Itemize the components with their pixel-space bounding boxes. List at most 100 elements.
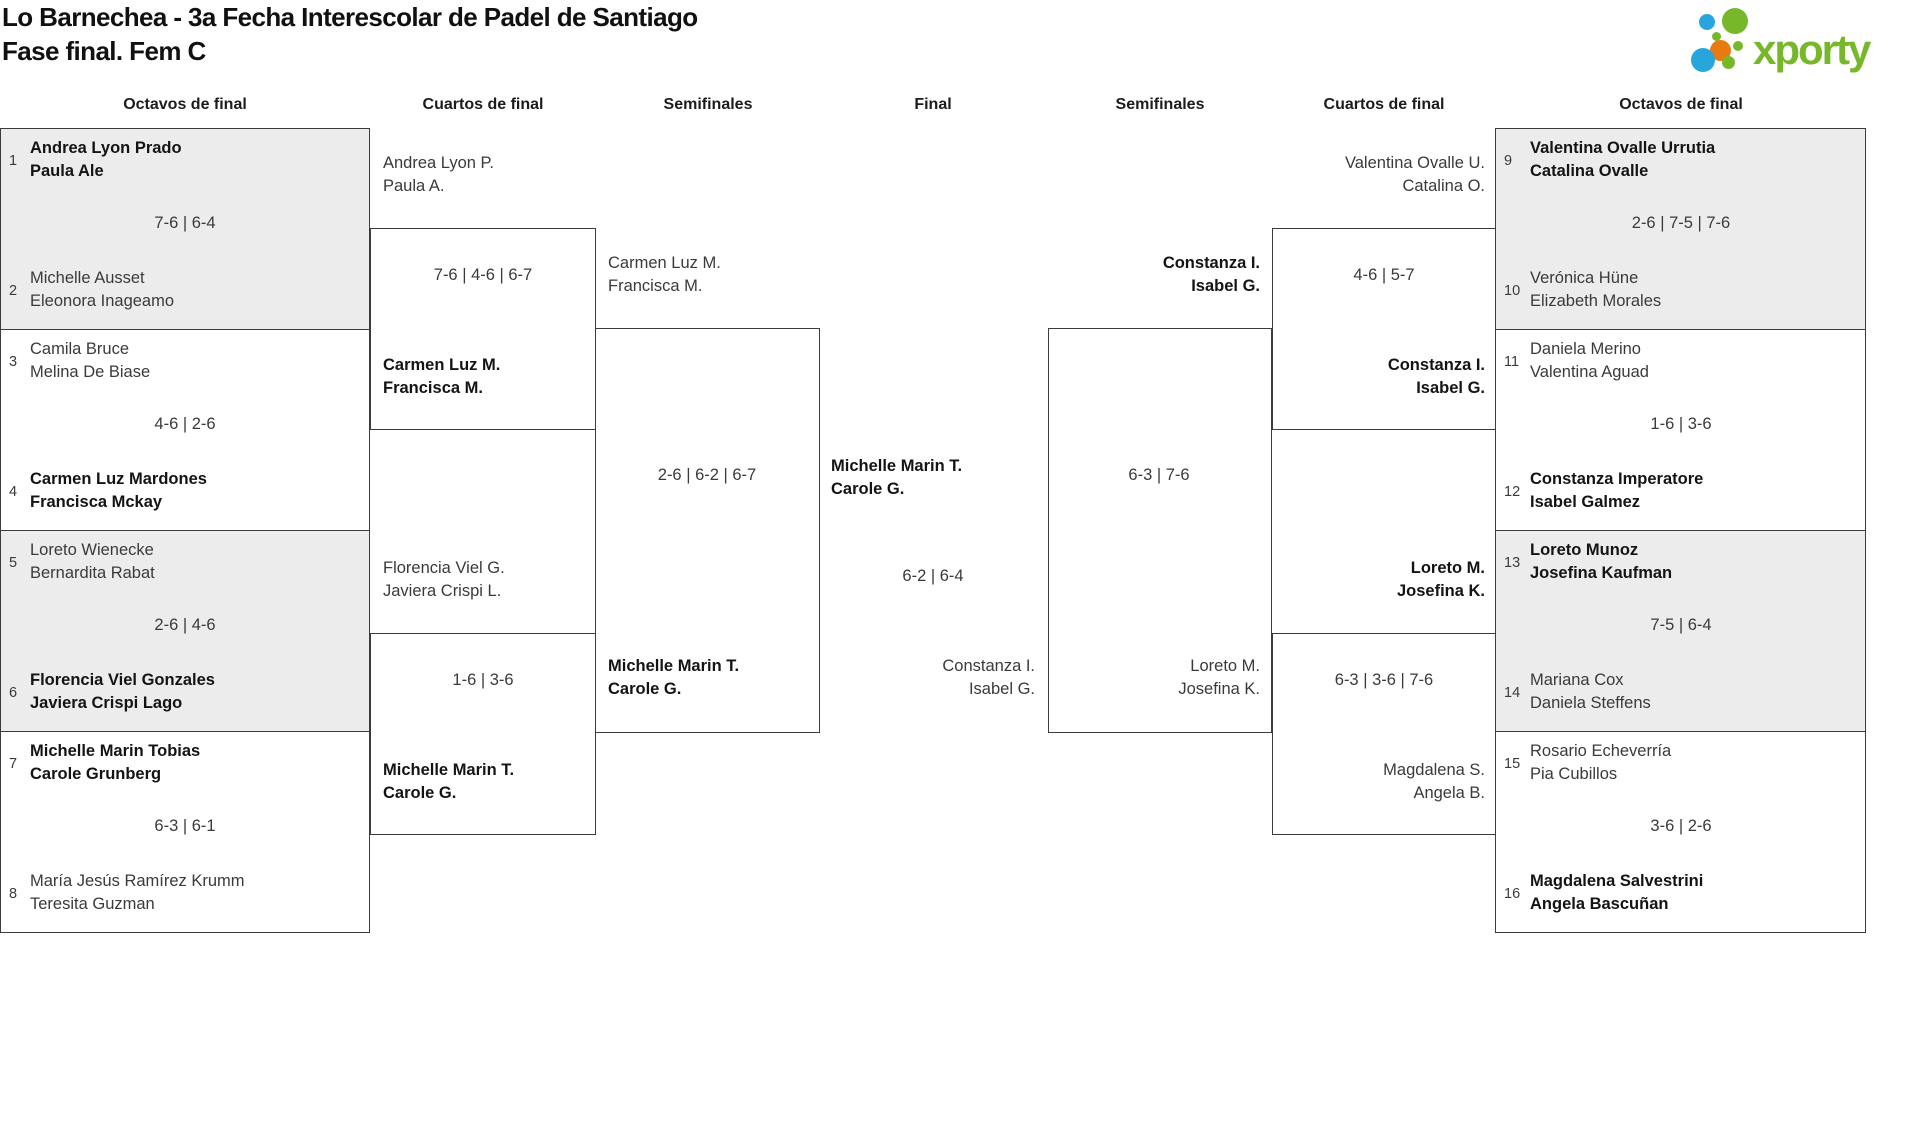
seed-number: 4 — [8, 484, 18, 500]
team-name-line: Loreto Munoz — [1530, 541, 1639, 559]
team-name-line: Francisca Mckay — [30, 493, 163, 511]
seed-number: 5 — [8, 555, 18, 571]
match-score: 7-6 | 6-4 — [154, 214, 216, 232]
team-name-line: Elizabeth Morales — [1530, 292, 1662, 310]
match-box-qf-left-2 — [370, 633, 596, 835]
match-score: 1-6 | 3-6 — [1650, 415, 1712, 433]
team-name-line: Michelle Marin T. — [383, 761, 515, 779]
match-score: 7-6 | 4-6 | 6-7 — [433, 266, 533, 284]
team-name-line: Teresita Guzman — [30, 895, 155, 913]
seed-number: 6 — [8, 685, 18, 701]
page-title-line1: Lo Barnechea - 3a Fecha Interescolar de … — [2, 2, 698, 32]
team-label: Constanza Imperatore Isabel Galmez — [1530, 468, 1703, 514]
seed-number: 12 — [1504, 484, 1521, 500]
xporty-logo[interactable]: xporty — [1688, 4, 1910, 84]
seed-number: 3 — [8, 354, 18, 370]
match-box-sf-right — [1048, 328, 1272, 733]
team-label: Constanza I. Isabel G. — [1388, 354, 1485, 400]
match-box-r16-8 — [1495, 731, 1866, 933]
team-name-line: Pia Cubillos — [1530, 765, 1618, 783]
team-label: Michelle Marin T. Carole G. — [608, 655, 739, 701]
seed-number: 8 — [8, 886, 18, 902]
team-name-line: Constanza I. — [1387, 356, 1485, 374]
seed-number: 16 — [1504, 886, 1521, 902]
seed-number: 1 — [8, 153, 18, 169]
team-label: Daniela Merino Valentina Aguad — [1530, 338, 1649, 384]
match-box-qf-right-2 — [1272, 633, 1496, 835]
team-label: Loreto M. Josefina K. — [1397, 557, 1485, 603]
team-name-line: Isabel G. — [1191, 277, 1260, 295]
match-score: 2-6 | 7-5 | 7-6 — [1631, 214, 1731, 232]
team-name-line: Josefina K. — [1396, 582, 1485, 600]
logo-dot-icon — [1699, 14, 1715, 30]
team-name-line: Loreto M. — [1410, 559, 1485, 577]
match-box-r16-5 — [1495, 128, 1866, 330]
match-score: 6-3 | 3-6 | 7-6 — [1334, 671, 1434, 689]
seed-number: 15 — [1504, 756, 1521, 772]
team-name-line: Mariana Cox — [1530, 671, 1624, 689]
team-label: Verónica Hüne Elizabeth Morales — [1530, 267, 1661, 313]
team-label: Andrea Lyon Prado Paula Ale — [30, 137, 182, 183]
team-name-line: Constanza Imperatore — [1530, 470, 1704, 488]
team-name-line: Carole Grunberg — [30, 765, 162, 783]
team-label: Constanza I. Isabel G. — [1163, 252, 1260, 298]
final-runner-up-label: Constanza I. Isabel G. — [942, 655, 1035, 701]
round-header-r16-left: Octavos de final — [123, 96, 247, 113]
team-name-line: Javiera Crispi Lago — [30, 694, 183, 712]
team-name-line: Paula A. — [383, 177, 445, 195]
team-name-line: Angela B. — [1413, 784, 1485, 802]
team-name-line: Loreto Wienecke — [30, 541, 154, 559]
seed-number: 14 — [1504, 685, 1521, 701]
team-name-line: Loreto M. — [1190, 657, 1260, 675]
team-name-line: Isabel G. — [968, 680, 1035, 698]
team-name-line: Francisca M. — [383, 379, 483, 397]
team-name-line: Melina De Biase — [30, 363, 151, 381]
team-name-line: Valentina Ovalle Urrutia — [1530, 139, 1716, 157]
team-name-line: Michelle Marin T. — [608, 657, 740, 675]
match-score: 3-6 | 2-6 — [1650, 817, 1712, 835]
seed-number: 7 — [8, 756, 18, 772]
team-name-line: Daniela Steffens — [1530, 694, 1651, 712]
match-score: 2-6 | 6-2 | 6-7 — [657, 466, 757, 484]
team-name-line: Josefina Kaufman — [1530, 564, 1673, 582]
team-name-line: Catalina O. — [1402, 177, 1485, 195]
team-label: Andrea Lyon P. Paula A. — [383, 152, 494, 198]
match-box-r16-3 — [0, 530, 370, 732]
team-name-line: Bernardita Rabat — [30, 564, 155, 582]
match-box-sf-left — [595, 328, 820, 733]
match-score: 7-5 | 6-4 — [1650, 616, 1712, 634]
match-box-r16-1 — [0, 128, 370, 330]
match-score: 6-3 | 6-1 — [154, 817, 216, 835]
team-name-line: Rosario Echeverría — [1530, 742, 1672, 760]
team-name-line: Michelle Ausset — [30, 269, 145, 287]
logo-dot-icon — [1691, 48, 1715, 72]
team-label: Michelle Ausset Eleonora Inageamo — [30, 267, 174, 313]
seed-number: 2 — [8, 283, 18, 299]
team-label: Camila Bruce Melina De Biase — [30, 338, 150, 384]
match-score: 6-3 | 7-6 — [1128, 466, 1190, 484]
match-box-r16-7 — [1495, 530, 1866, 732]
team-label: Carmen Luz Mardones Francisca Mckay — [30, 468, 207, 514]
team-name-line: Catalina Ovalle — [1530, 162, 1649, 180]
team-label: Michelle Marin T. Carole G. — [383, 759, 514, 805]
team-name-line: Isabel G. — [1416, 379, 1485, 397]
team-name-line: Carmen Luz M. — [383, 356, 501, 374]
team-label: Magdalena Salvestrini Angela Bascuñan — [1530, 870, 1703, 916]
team-label: Florencia Viel G. Javiera Crispi L. — [383, 557, 505, 603]
team-name-line: Florencia Viel G. — [383, 559, 505, 577]
logo-dot-icon — [1733, 41, 1743, 51]
team-label: Loreto Wienecke Bernardita Rabat — [30, 539, 155, 585]
team-name-line: Carole G. — [831, 480, 905, 498]
team-label: Loreto Munoz Josefina Kaufman — [1530, 539, 1672, 585]
logo-wordmark: xporty — [1753, 26, 1871, 73]
team-label: Michelle Marin Tobias Carole Grunberg — [30, 740, 200, 786]
page-title-line2: Fase final. Fem C — [2, 36, 206, 66]
logo-dot-icon — [1712, 32, 1721, 41]
team-name-line: Isabel Galmez — [1530, 493, 1641, 511]
team-name-line: Javiera Crispi L. — [383, 582, 502, 600]
team-name-line: Florencia Viel Gonzales — [30, 671, 215, 689]
team-name-line: Michelle Marin T. — [831, 457, 963, 475]
match-box-r16-6 — [1495, 329, 1866, 531]
team-name-line: Josefina K. — [1178, 680, 1260, 698]
round-header-sf-right: Semifinales — [1115, 96, 1205, 113]
